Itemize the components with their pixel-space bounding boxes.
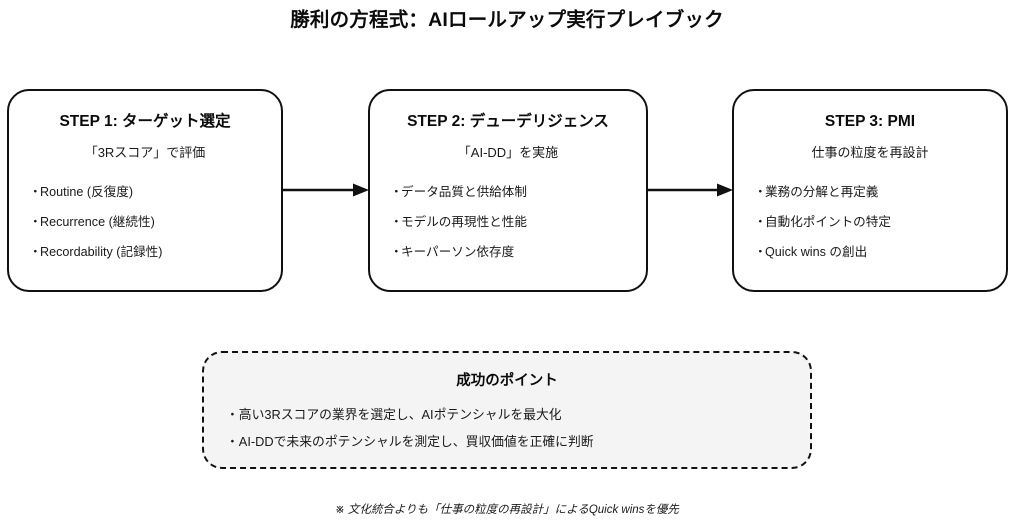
- step-2-list: ・データ品質と供給体制 ・モデルの再現性と性能 ・キーパーソン依存度: [390, 185, 632, 260]
- step-3-heading: STEP 3: PMI: [824, 113, 916, 130]
- list-item: ・AI-DDで未来のポテンシャルを測定し、買収価値を正確に判断: [226, 434, 594, 449]
- callout-heading: 成功のポイント: [456, 373, 558, 389]
- bullet-icon: ・: [29, 215, 42, 229]
- list-item-label: 自動化ポイントの特定: [765, 215, 891, 229]
- list-item: ・モデルの再現性と性能: [390, 215, 632, 230]
- arrow-step1-to-step2: [283, 182, 369, 198]
- list-item: ・Recordability (記録性): [29, 245, 267, 260]
- bullet-icon: ・: [29, 185, 42, 199]
- list-item: ・Quick wins の創出: [754, 245, 992, 260]
- bullet-icon: ・: [390, 215, 403, 229]
- step-box-3: STEP 3: PMI 仕事の粒度を再設計 ・業務の分解と再定義 ・自動化ポイン…: [732, 89, 1008, 292]
- step-box-2: STEP 2: デューデリジェンス 「AI-DD」を実施 ・データ品質と供給体制…: [368, 89, 648, 292]
- step-1-heading: STEP 1: ターゲット選定: [59, 113, 231, 130]
- list-item: ・業務の分解と再定義: [754, 185, 992, 200]
- list-item-label: Recurrence (継続性): [40, 215, 155, 229]
- list-item: ・キーパーソン依存度: [390, 245, 632, 260]
- list-item: ・高い3Rスコアの業界を選定し、AIポテンシャルを最大化: [226, 407, 562, 422]
- list-item: ・Routine (反復度): [29, 185, 267, 200]
- list-item-label: 業務の分解と再定義: [765, 185, 879, 199]
- success-points-callout: 成功のポイント ・高い3Rスコアの業界を選定し、AIポテンシャルを最大化 ・AI…: [202, 351, 812, 469]
- list-item: ・データ品質と供給体制: [390, 185, 632, 200]
- bullet-icon: ・: [390, 245, 403, 259]
- bullet-icon: ・: [754, 245, 767, 259]
- arrow-right-icon: [283, 183, 369, 197]
- list-item-label: Routine (反復度): [40, 185, 134, 199]
- step-2-heading: STEP 2: デューデリジェンス: [407, 113, 609, 130]
- step-2-subtitle: 「AI-DD」を実施: [457, 145, 559, 160]
- page-title: 勝利の方程式：AIロールアップ実行プレイブック: [290, 9, 724, 31]
- bullet-icon: ・: [754, 185, 767, 199]
- step-1-list: ・Routine (反復度) ・Recurrence (継続性) ・Record…: [29, 185, 267, 260]
- arrow-right-icon: [648, 183, 733, 197]
- list-item-label: Quick wins の創出: [765, 245, 868, 259]
- bullet-icon: ・: [754, 215, 767, 229]
- callout-list: ・高い3Rスコアの業界を選定し、AIポテンシャルを最大化 ・AI-DDで未来のポ…: [226, 407, 794, 450]
- step-box-1: STEP 1: ターゲット選定 「3Rスコア」で評価 ・Routine (反復度…: [7, 89, 283, 292]
- step-3-list: ・業務の分解と再定義 ・自動化ポイントの特定 ・Quick wins の創出: [754, 185, 992, 260]
- list-item-label: モデルの再現性と性能: [401, 215, 527, 229]
- step-3-subtitle: 仕事の粒度を再設計: [811, 145, 929, 160]
- bullet-icon: ・: [390, 185, 403, 199]
- list-item-label: キーパーソン依存度: [401, 245, 515, 259]
- arrow-step2-to-step3: [648, 182, 733, 198]
- list-item: ・自動化ポイントの特定: [754, 215, 992, 230]
- bullet-icon: ・: [29, 245, 42, 259]
- list-item-label: データ品質と供給体制: [401, 185, 527, 199]
- footnote: ※ 文化統合よりも「仕事の粒度の再設計」によるQuick winsを優先: [335, 504, 679, 516]
- list-item-label: Recordability (記録性): [40, 245, 163, 259]
- list-item: ・Recurrence (継続性): [29, 215, 267, 230]
- step-1-subtitle: 「3Rスコア」で評価: [84, 145, 206, 160]
